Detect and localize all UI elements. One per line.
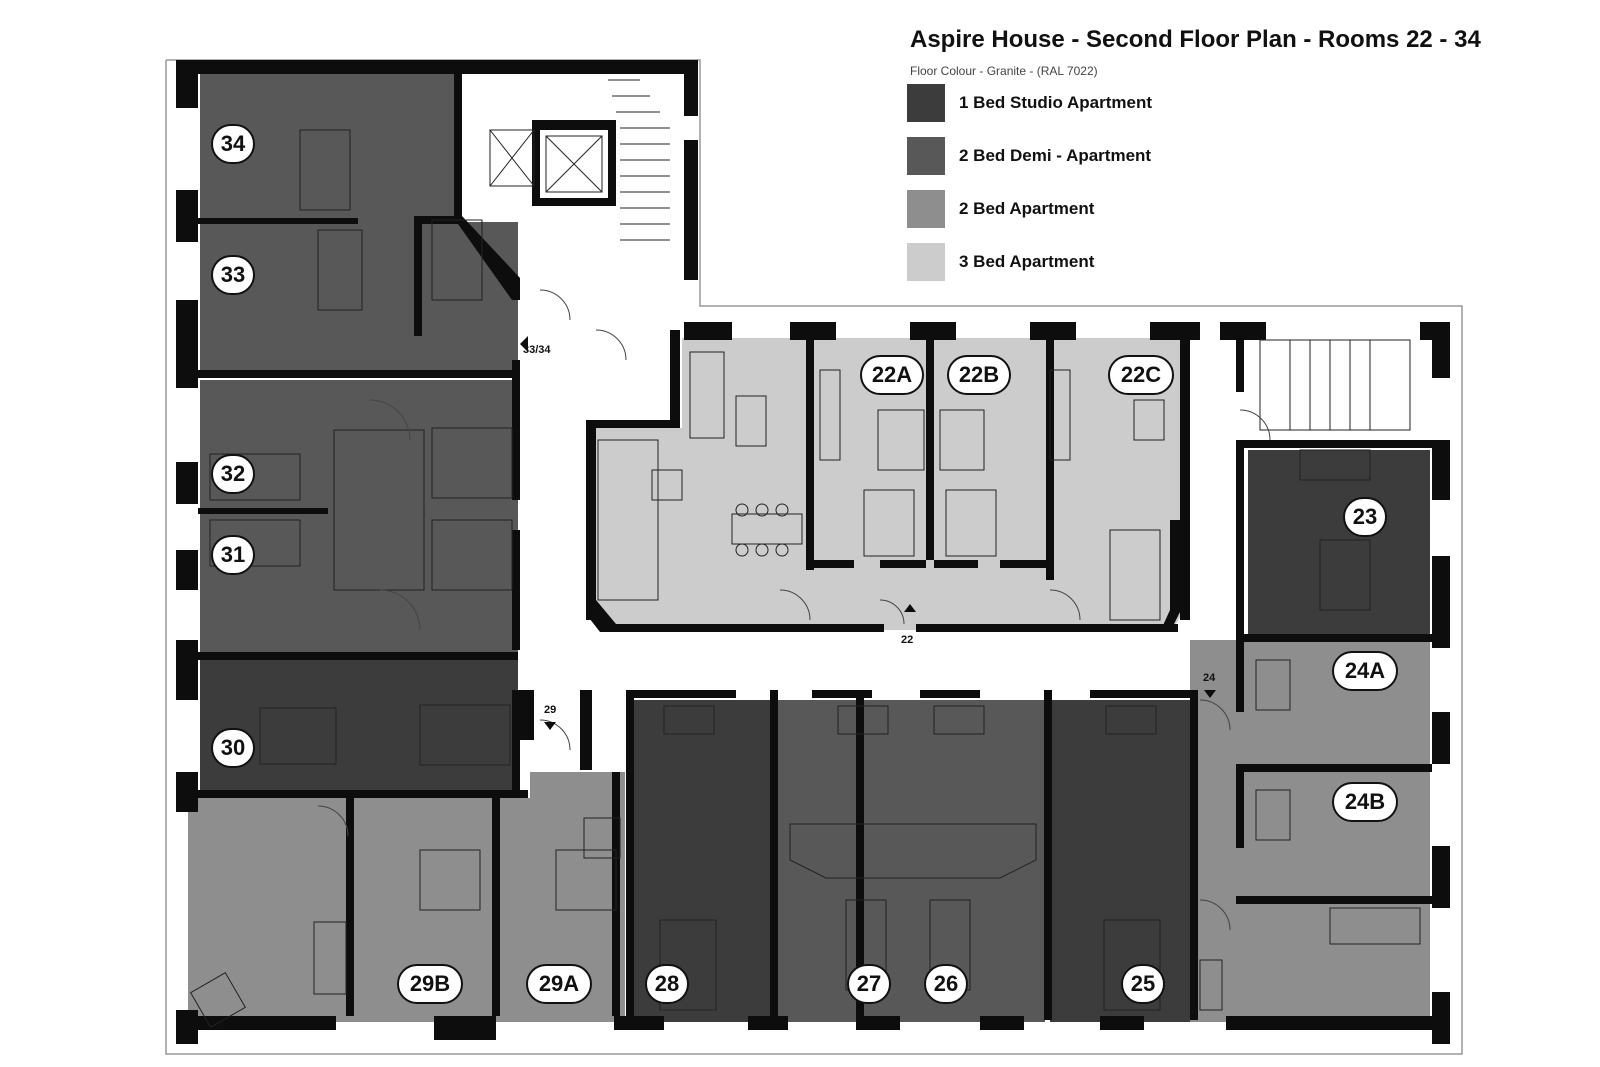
room-label-33[interactable]: 33	[211, 255, 255, 295]
room-label-22b[interactable]: 22B	[947, 355, 1011, 395]
room-label-24b[interactable]: 24B	[1332, 782, 1398, 822]
room-24-fill	[1190, 640, 1430, 1022]
room-27-26-fill	[775, 700, 1045, 1022]
room-label-27[interactable]: 27	[847, 964, 891, 1004]
legend-label: 1 Bed Studio Apartment	[959, 93, 1152, 112]
room-label-25[interactable]: 25	[1121, 964, 1165, 1004]
entrance-24-label: 24	[1203, 672, 1216, 684]
room-29-fill	[188, 772, 625, 1022]
legend-label: 2 Bed Demi - Apartment	[959, 146, 1152, 165]
legend-swatch-demi	[907, 137, 945, 175]
room-32-fill	[200, 380, 518, 514]
room-label-31[interactable]: 31	[211, 535, 255, 575]
entrance-29-marker	[544, 722, 556, 730]
legend-swatch-three-bed	[907, 243, 945, 281]
room-label-22a[interactable]: 22A	[860, 355, 924, 395]
legend-item-two-bed: 2 Bed Apartment	[907, 190, 1094, 228]
door-swings	[317, 289, 1271, 931]
room-label-22c[interactable]: 22C	[1108, 355, 1174, 395]
walls	[176, 60, 1450, 1044]
room-label-32[interactable]: 32	[211, 454, 255, 494]
legend-item-studio: 1 Bed Studio Apartment	[907, 84, 1152, 122]
room-label-28[interactable]: 28	[645, 964, 689, 1004]
room-label-29a[interactable]: 29A	[526, 964, 592, 1004]
page-title: Aspire House - Second Floor Plan - Rooms…	[910, 26, 1481, 53]
legend-label: 3 Bed Apartment	[959, 252, 1095, 271]
legend-item-demi: 2 Bed Demi - Apartment	[907, 137, 1151, 175]
entrance-24-marker	[1204, 690, 1216, 698]
entrance-22-marker	[904, 604, 916, 612]
room-label-23[interactable]: 23	[1343, 497, 1387, 537]
room-31-fill	[200, 514, 518, 652]
room-23-fill	[1248, 450, 1430, 640]
room-33-fill	[200, 222, 518, 374]
legend-label: 2 Bed Apartment	[959, 199, 1095, 218]
entrance-22-label: 22	[901, 634, 914, 646]
room-30-fill	[200, 658, 518, 792]
building-outline	[165, 59, 1463, 1055]
room-25-fill	[1050, 700, 1190, 1022]
room-22-fill	[596, 338, 1188, 630]
room-label-34[interactable]: 34	[211, 124, 255, 164]
entrance-33-34-marker	[520, 336, 528, 352]
legend-item-three-bed: 3 Bed Apartment	[907, 243, 1094, 281]
legend-swatch-two-bed	[907, 190, 945, 228]
room-label-29b[interactable]: 29B	[397, 964, 463, 1004]
entrance-33-34-label: 33/34	[523, 344, 551, 356]
room-label-24a[interactable]: 24A	[1332, 651, 1398, 691]
room-label-26[interactable]: 26	[924, 964, 968, 1004]
entrance-29-label: 29	[544, 704, 557, 716]
room-label-30[interactable]: 30	[211, 728, 255, 768]
interior-fixtures	[189, 79, 1421, 1029]
legend-swatch-studio	[907, 84, 945, 122]
floor-colour-note: Floor Colour - Granite - (RAL 7022)	[910, 64, 1098, 78]
